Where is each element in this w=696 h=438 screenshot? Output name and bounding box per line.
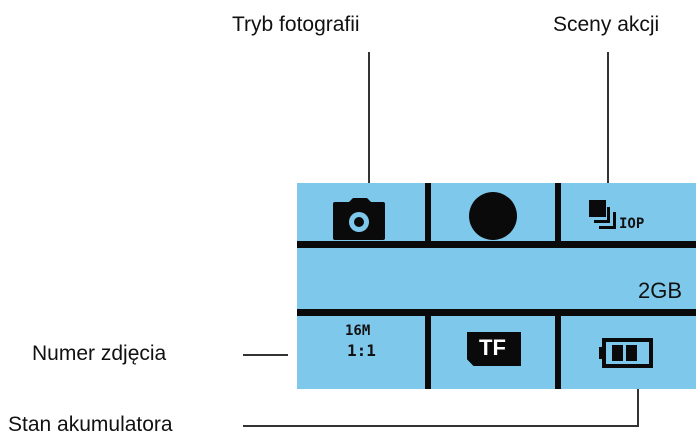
leader-battery-state-v — [637, 372, 639, 427]
resolution-tag: 16M — [345, 323, 371, 339]
divider-bottom-1 — [425, 316, 431, 389]
divider-top-1 — [425, 183, 431, 241]
storage-capacity: 2GB — [637, 278, 682, 303]
label-action-scenes: Sceny akcji — [553, 13, 660, 36]
label-battery-state: Stan akumulatora — [8, 413, 173, 436]
divider-bottom — [297, 309, 696, 316]
divider-top-2 — [555, 183, 561, 241]
card-icon: TF — [467, 332, 521, 366]
divider-bottom-2 — [555, 316, 561, 389]
burst-icon — [589, 200, 616, 229]
camera-icon — [333, 198, 385, 240]
battery-icon — [599, 338, 653, 368]
camera-screen: IOP 2GB 16M 1:1 TF — [297, 183, 696, 389]
leader-battery-state-h — [243, 425, 639, 427]
label-photo-number: Numer zdjęcia — [32, 342, 167, 365]
leader-photo-number — [243, 354, 288, 356]
leader-photo-mode — [368, 52, 370, 194]
card-tag: TF — [479, 335, 506, 360]
record-dot-icon — [469, 192, 517, 240]
leader-action-scenes — [607, 52, 609, 194]
label-photo-mode: Tryb fotografii — [232, 13, 360, 36]
divider-top — [297, 241, 696, 248]
iop-tag: IOP — [619, 216, 645, 232]
ratio-tag: 1:1 — [347, 341, 376, 360]
